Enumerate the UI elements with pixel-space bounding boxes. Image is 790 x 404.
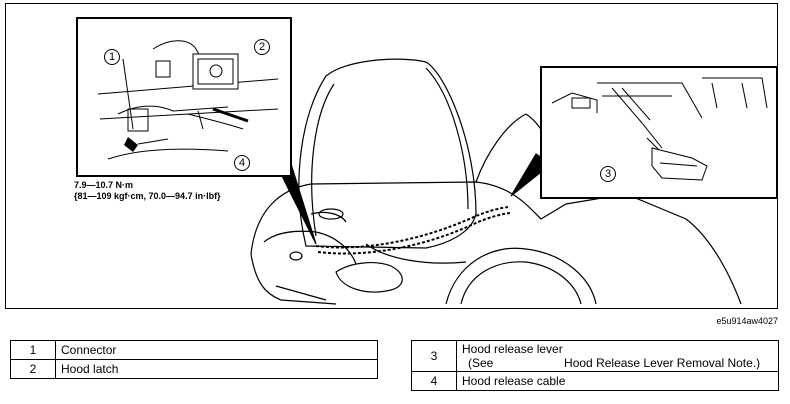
release-lever-inset: 3 bbox=[540, 66, 778, 199]
table-row: 1 Connector bbox=[10, 340, 378, 360]
legend-label: Hood latch bbox=[55, 359, 378, 379]
legend-table-right: 3 Hood release lever (See Hood Release L… bbox=[411, 340, 779, 391]
legend-label: Hood release lever bbox=[462, 342, 563, 356]
torque-spec-line1: 7.9—10.7 N·m bbox=[74, 180, 134, 190]
legend-number: 3 bbox=[411, 340, 457, 372]
legend-label: Hood release cable bbox=[456, 371, 779, 391]
legend-note: (See Hood Release Lever Removal Note.) bbox=[462, 356, 773, 370]
legend-note-link[interactable]: Hood Release Lever Removal Note.) bbox=[564, 356, 761, 370]
table-row: 3 Hood release lever (See Hood Release L… bbox=[411, 340, 779, 372]
table-row: 2 Hood latch bbox=[10, 359, 378, 379]
release-lever-detail bbox=[551, 77, 768, 181]
figure-code: e5u914aw4027 bbox=[716, 316, 778, 326]
hood-latch-detail bbox=[97, 40, 279, 160]
legend-label: Connector bbox=[55, 340, 378, 360]
callout-1: 1 bbox=[104, 49, 120, 65]
callout-4: 4 bbox=[234, 155, 250, 171]
legend-note-prefix: (See bbox=[468, 356, 494, 370]
legend-number: 2 bbox=[10, 359, 56, 379]
legend-cell: Hood release lever (See Hood Release Lev… bbox=[456, 340, 779, 372]
legend-number: 1 bbox=[10, 340, 56, 360]
torque-spec: 7.9—10.7 N·m {81—109 kgf·cm, 70.0—94.7 i… bbox=[74, 180, 221, 202]
legend-number: 4 bbox=[411, 371, 457, 391]
diagram-figure: 1 2 4 3 7.9—10.7 N·m { bbox=[5, 3, 778, 309]
callout-2: 2 bbox=[254, 39, 270, 55]
legend-table-left: 1 Connector 2 Hood latch bbox=[10, 340, 378, 379]
torque-spec-line2: {81—109 kgf·cm, 70.0—94.7 in·lbf} bbox=[74, 191, 221, 201]
callout-3: 3 bbox=[600, 166, 616, 182]
hood-latch-inset: 1 2 4 bbox=[76, 17, 292, 177]
table-row: 4 Hood release cable bbox=[411, 371, 779, 391]
